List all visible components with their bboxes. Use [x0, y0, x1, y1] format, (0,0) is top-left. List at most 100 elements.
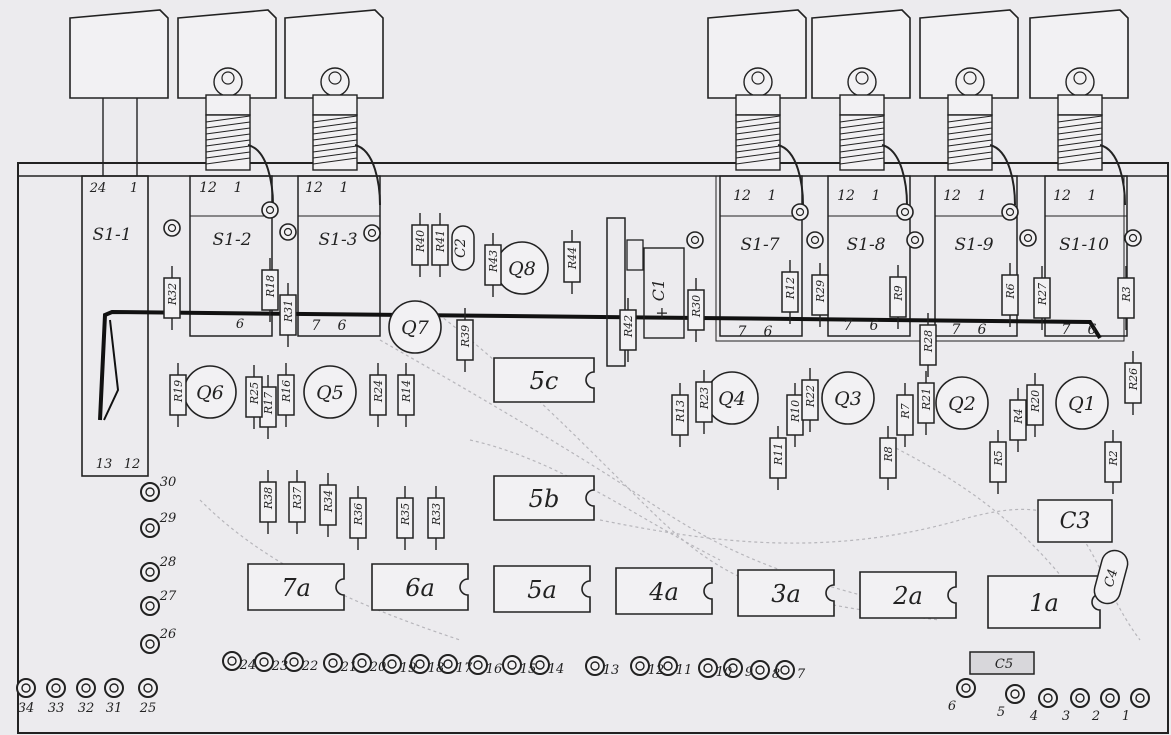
coil-hatch [839, 127, 885, 135]
resistor-label-r26: R26 [1127, 368, 1140, 391]
coil-hatch [1057, 139, 1103, 147]
lamp-base [1057, 94, 1103, 116]
resistor-r33 [427, 497, 445, 539]
bus-wire-branch [103, 319, 120, 421]
resistor-label-r29: R29 [814, 280, 827, 303]
pad-hole-21 [328, 658, 338, 668]
resistor-label-r42: R42 [622, 315, 635, 338]
pin-label-bottom-right: 6 [338, 318, 347, 334]
switch-label-s1-8: S1-8 [846, 235, 885, 255]
pin-label-top-left: 12 [1053, 188, 1071, 204]
resistor-label-r25: R25 [248, 382, 261, 405]
pad-9 [723, 658, 743, 678]
pad-number-22: 22 [301, 659, 319, 674]
pad-number-28: 28 [159, 555, 177, 570]
pad-1 [1130, 688, 1150, 708]
chip-5c [493, 357, 595, 403]
transistor-q7 [388, 300, 442, 354]
resistor-label-r34: R34 [322, 490, 335, 513]
resistor-label-r21: R21 [920, 388, 933, 411]
pad-18 [410, 654, 430, 674]
pin-label-bottom-left: 7 [312, 318, 321, 334]
resistor-r14 [397, 374, 415, 416]
coil-hatch [947, 127, 993, 135]
pad-20 [352, 653, 372, 673]
pad-number-29: 29 [159, 511, 177, 526]
chip-7a [247, 563, 345, 611]
pad-13 [585, 656, 605, 676]
pin-label-top-right: 1 [234, 180, 243, 196]
pad-hole-3 [1075, 693, 1085, 703]
coil-hatch [312, 127, 358, 135]
pin-label-s11-bottom-left: 13 [96, 457, 113, 472]
switch-cap [811, 9, 911, 99]
coil-wire [354, 144, 381, 206]
lamp-filament [855, 71, 869, 85]
resistor-r24 [369, 374, 387, 416]
resistor-label-r12: R12 [784, 277, 797, 300]
pad-hole-24 [227, 656, 237, 666]
resistor-r13 [671, 394, 689, 436]
c1-body [643, 247, 685, 339]
coil-hatch [312, 133, 358, 141]
switch-terminal-pad [906, 231, 924, 249]
pad-hole-1 [1135, 693, 1145, 703]
coil-wire [247, 144, 274, 206]
pin-label-top-right: 1 [768, 188, 777, 204]
switch-cap [919, 9, 1019, 99]
pad-hole-8 [755, 665, 765, 675]
switch-terminal-pad [791, 203, 809, 221]
switch-cap [284, 9, 384, 99]
coil-hatch [1057, 151, 1103, 159]
chip-4a [615, 567, 713, 615]
pad-29 [140, 518, 160, 538]
lamp-filament [221, 71, 235, 85]
pin-label-top-left: 12 [305, 180, 323, 196]
pad-number-23: 23 [271, 659, 289, 674]
switch-terminal-hole [1005, 207, 1015, 217]
coil-hatch [1057, 157, 1103, 165]
coil-hatch [839, 145, 885, 153]
resistor-label-r9: R9 [892, 285, 905, 301]
coil-hatch [947, 121, 993, 129]
switch-terminal-hole [910, 235, 920, 245]
switch-cap [707, 9, 807, 99]
capacitor-label-c5: C5 [995, 657, 1013, 672]
lamp-filament [328, 71, 342, 85]
pad-hole-22 [289, 657, 299, 667]
switch-terminal-pad [806, 231, 824, 249]
resistor-r3 [1117, 277, 1135, 319]
resistor-label-r20: R20 [1029, 390, 1042, 413]
pad-12 [630, 656, 650, 676]
coil-hatch [947, 133, 993, 141]
coil-hatch [839, 157, 885, 165]
pin-label-top-right: 1 [978, 188, 987, 204]
pad-hole-6 [961, 683, 971, 693]
pad-number-16: 16 [486, 662, 503, 677]
resistor-label-r17: R17 [262, 392, 275, 415]
capacitor-c5 [969, 651, 1035, 675]
resistor-r41 [431, 224, 449, 266]
resistor-r37 [288, 481, 306, 523]
pin-label-bottom-right: 6 [1088, 322, 1097, 338]
switch-label-s1-10: S1-10 [1059, 235, 1109, 255]
resistor-r19 [169, 374, 187, 416]
switch-terminal-pad [363, 224, 381, 242]
pin-label-bottom-left: 7 [952, 322, 961, 338]
pad-number-33: 33 [48, 701, 65, 716]
pad-19 [382, 654, 402, 674]
resistor-label-r37: R37 [291, 487, 304, 510]
resistor-label-r36: R36 [352, 503, 365, 526]
capacitor-c4 [1093, 549, 1129, 605]
pad-hole-25 [143, 683, 153, 693]
pin-label-s11-top-left: 24 [89, 181, 107, 196]
pad-17 [438, 654, 458, 674]
resistor-label-r3: R3 [1120, 286, 1133, 302]
coil-hatch [839, 139, 885, 147]
pad-number-9: 9 [745, 665, 753, 680]
pad-hole-34 [21, 683, 31, 693]
coil-hatch [839, 121, 885, 129]
switch-label-s1-9: S1-9 [954, 235, 993, 255]
coil-hatch [1057, 133, 1103, 141]
